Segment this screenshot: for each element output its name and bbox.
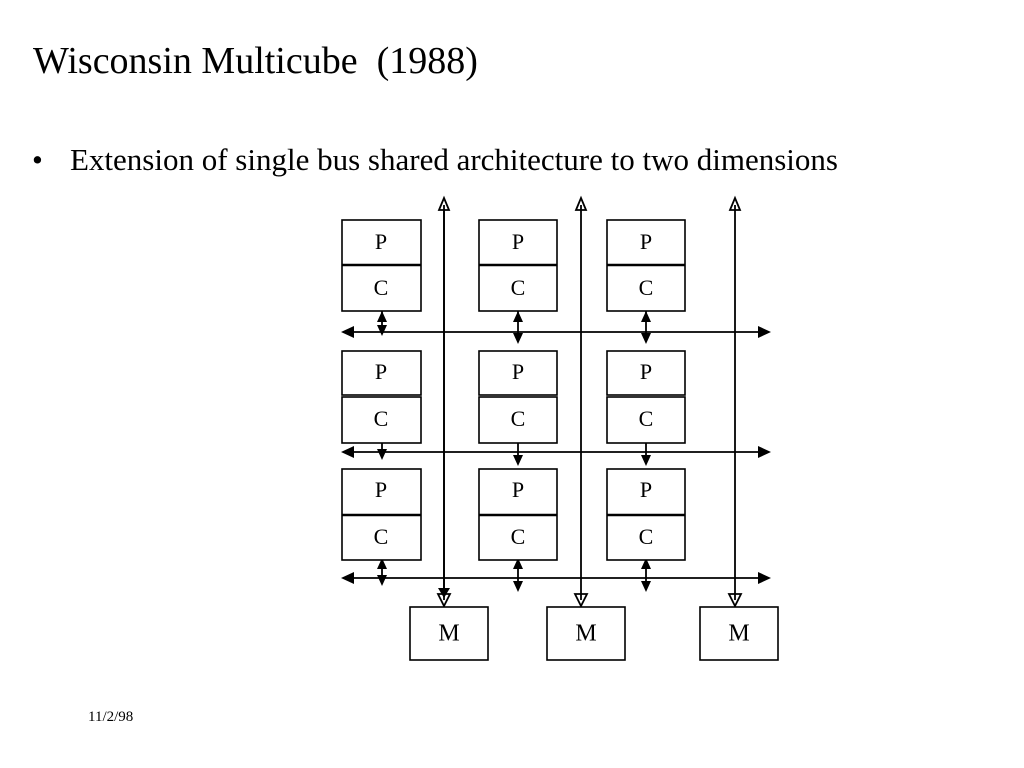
bullet-marker-icon: •: [32, 142, 43, 177]
column-bus-1-arrow-top: [437, 195, 451, 211]
node-r2c3-processor-frame: [606, 350, 686, 396]
bullet-item-text: Extension of single bus shared architect…: [70, 142, 838, 177]
node-r1c3-processor-label: P: [640, 229, 652, 254]
node-r3c3-frame: [606, 468, 686, 561]
row-bus-2-arrow-right: [758, 446, 771, 458]
node-r1c2-cache-label: C: [511, 275, 526, 300]
cache-bus-link-r1c2-arrow-up: [513, 311, 523, 322]
node-r1c1-processor-label: P: [375, 229, 387, 254]
node-r2c3-processor-label: P: [640, 359, 652, 384]
cache-bus-link-r2c2-arrow-up: [513, 431, 523, 442]
node-r3c2[interactable]: P C: [478, 468, 558, 561]
node-r3c1-frame: [341, 468, 422, 561]
node-r2c3-cache-label: C: [639, 406, 654, 431]
cache-bus-link-r2c2-arrow-down: [513, 455, 523, 466]
cache-bus-link-r1c1-arrow-up: [377, 311, 387, 322]
node-r1c2-frame: [478, 219, 558, 312]
memory-module-3[interactable]: M: [699, 606, 779, 661]
node-r1c2[interactable]: P C: [478, 219, 558, 312]
node-r2c1-processor-label: P: [375, 359, 387, 384]
cache-bus-link-r2c3-arrow-up: [641, 431, 651, 442]
column-bus-3-arrow-top: [728, 195, 742, 211]
memory-module-2-frame: [546, 606, 626, 661]
node-r2c2[interactable]: P C: [478, 350, 558, 444]
node-r3c2-frame: [478, 468, 558, 561]
column-bus-1-arrow-bottom: [436, 593, 452, 609]
cache-bus-link-r1c1-arrow-down: [377, 325, 387, 336]
cache-bus-link-r3c3-arrow-down: [641, 581, 651, 592]
node-r3c1-processor-label: P: [375, 477, 387, 502]
node-r1c1-cache-label: C: [374, 275, 389, 300]
memory-module-1[interactable]: M: [409, 606, 489, 661]
node-r2c2-processor-frame: [478, 350, 558, 396]
page-title: Wisconsin Multicube (1988): [33, 40, 478, 82]
row-bus-1-arrow-right: [758, 326, 771, 338]
cache-bus-link-group: [377, 311, 651, 592]
node-r2c1-processor-frame: [341, 350, 422, 396]
cache-bus-link-r2c1-arrow-down: [377, 449, 387, 460]
cache-bus-link-r3c1-arrow-up: [377, 558, 387, 569]
node-r1c2-processor-label: P: [512, 229, 524, 254]
node-r3c3-cache-label: C: [639, 524, 654, 549]
row-bus-1-arrow-left: [341, 326, 354, 338]
node-r1c3[interactable]: P C: [606, 219, 686, 312]
column-bus-group: [436, 195, 743, 609]
column-bus-3-arrow-bottom: [727, 593, 743, 609]
row-bus-3-arrow-left: [341, 572, 354, 584]
memory-module-1-frame: [409, 606, 489, 661]
memory-module-3-label: M: [728, 621, 749, 647]
node-r3c1[interactable]: P C: [341, 468, 422, 561]
node-r3c1-cache-label: C: [374, 524, 389, 549]
node-r2c2-cache-frame: [478, 396, 558, 444]
node-r2c2-processor-label: P: [512, 359, 524, 384]
node-r1c3-cache-label: C: [639, 275, 654, 300]
node-r2c3[interactable]: P C: [606, 350, 686, 444]
cache-bus-link-r1c3-arrow-down: [641, 333, 651, 344]
node-r3c3-processor-label: P: [640, 477, 652, 502]
node-r2c1[interactable]: P C: [341, 350, 422, 444]
node-r1c1-frame: [341, 219, 422, 312]
column-bus-2-arrow-top: [574, 195, 588, 211]
cache-bus-link-r1c2-arrow-down: [513, 333, 523, 344]
cache-bus-link-r3c1-arrow-down: [377, 575, 387, 586]
memory-module-3-frame: [699, 606, 779, 661]
column-bus-2-arrow-bottom: [573, 593, 589, 609]
node-r2c3-cache-frame: [606, 396, 686, 444]
node-r1c3-frame: [606, 219, 686, 312]
cache-bus-link-r3c2-arrow-down: [513, 581, 523, 592]
slide-date: 11/2/98: [88, 709, 134, 725]
cache-bus-link-r2c1-arrow-up: [377, 427, 387, 438]
cache-bus-link-r2c3-arrow-down: [641, 455, 651, 466]
cache-bus-link-r1c3-arrow-up: [641, 311, 651, 322]
node-r2c2-cache-label: C: [511, 406, 526, 431]
memory-module-1-label: M: [438, 621, 459, 647]
bullet-list: • Extension of single bus shared archite…: [32, 136, 892, 184]
node-r3c2-processor-label: P: [512, 477, 524, 502]
row-bus-group: [341, 326, 771, 584]
memory-module-2[interactable]: M: [546, 606, 626, 661]
row-bus-3-arrow-right: [758, 572, 771, 584]
memory-module-2-label: M: [575, 621, 596, 647]
cache-bus-link-r3c3-arrow-up: [641, 558, 651, 569]
node-r3c3[interactable]: P C: [606, 468, 686, 561]
cache-bus-link-r3c2-arrow-up: [513, 558, 523, 569]
node-r2c1-cache-frame: [341, 396, 422, 444]
list-item: • Extension of single bus shared archite…: [32, 136, 892, 184]
node-r1c1[interactable]: P C: [341, 219, 422, 312]
node-r2c1-cache-label: C: [374, 406, 389, 431]
row-bus-2-arrow-left: [341, 446, 354, 458]
node-r3c2-cache-label: C: [511, 524, 526, 549]
